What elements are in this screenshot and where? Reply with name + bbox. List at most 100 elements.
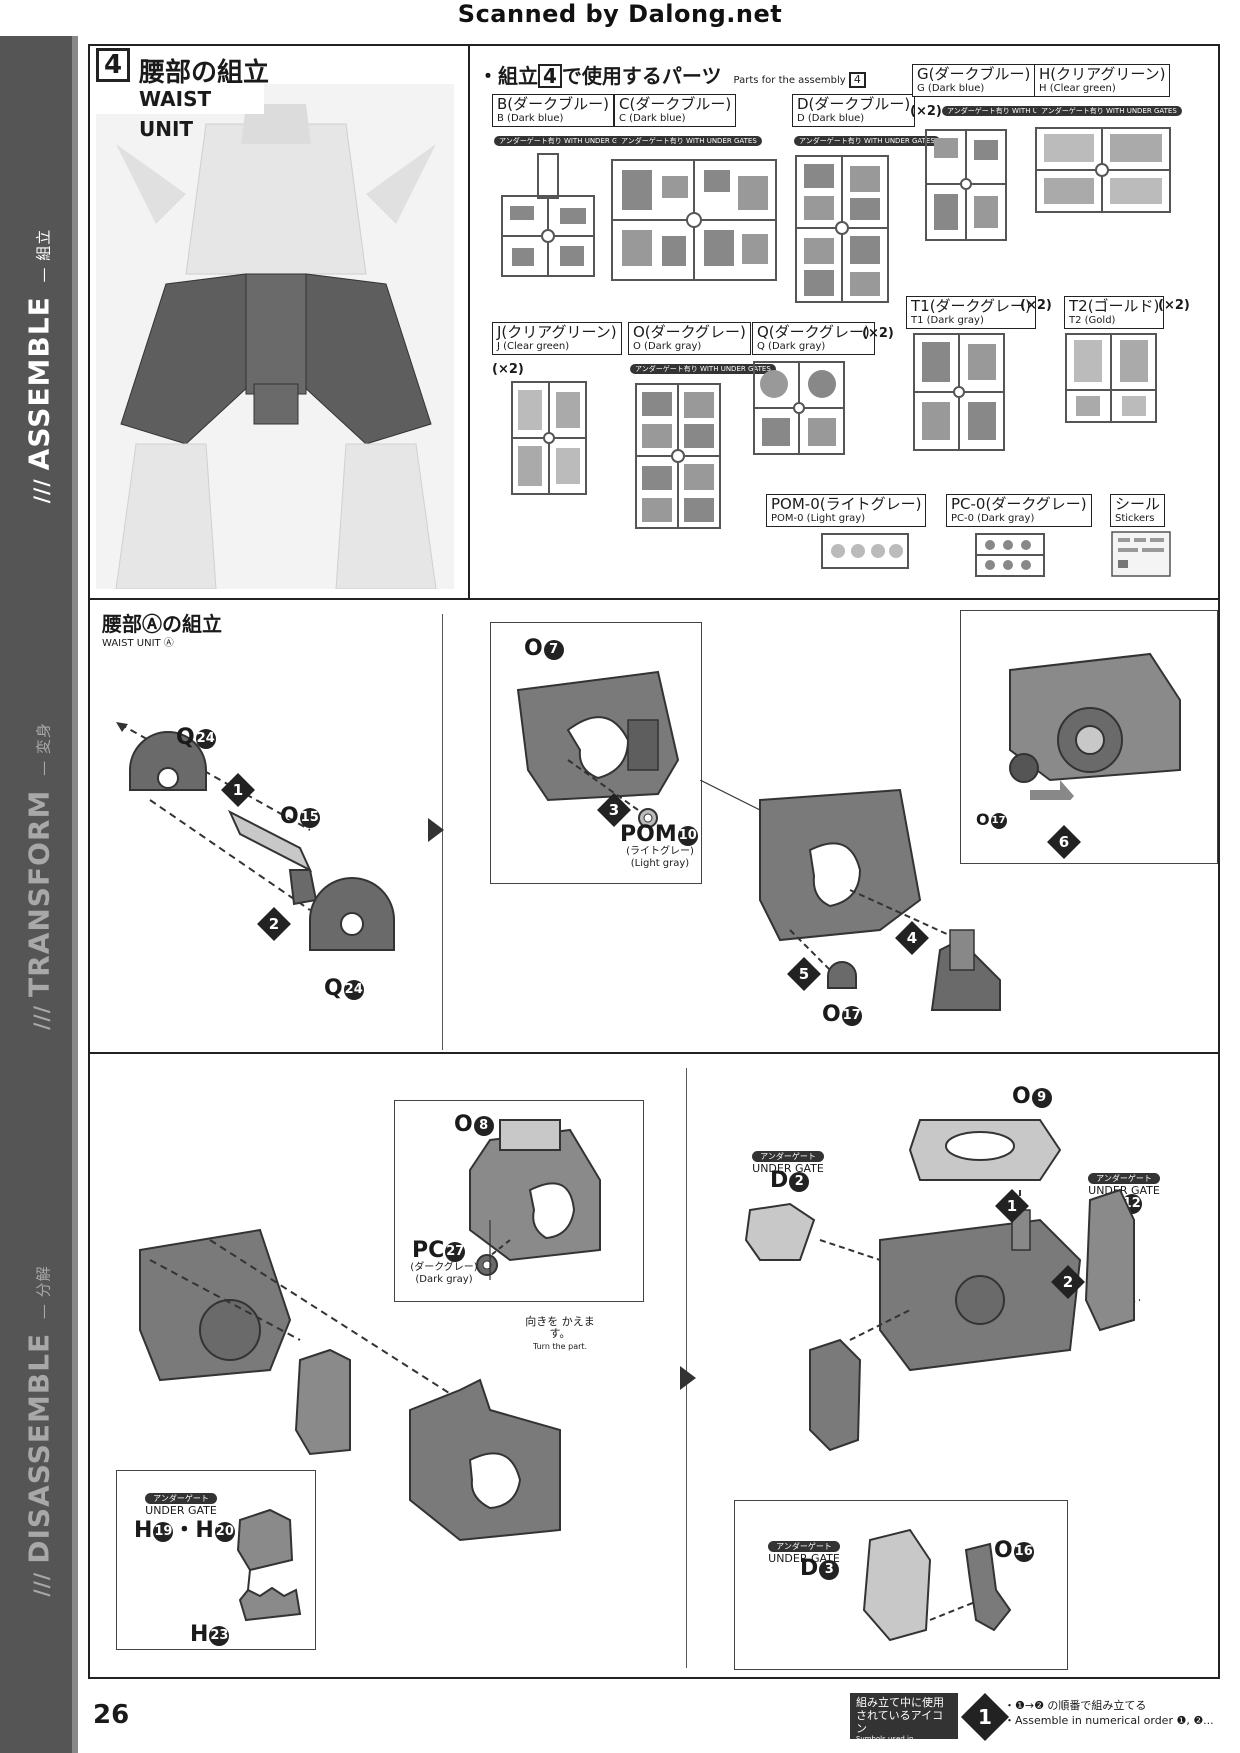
under-gate-tag-b: アンダーゲート有り WITH UNDER GATES [494, 136, 640, 146]
sidebar: ///ASSEMBLE — 組立 ///TRANSFORM — 変身 ///DI… [0, 36, 78, 1753]
under-gate-tag-c: アンダーゲート有り WITH UNDER GATES [616, 136, 762, 146]
runner-c-drawing [611, 159, 777, 281]
waist-b-left-assembly-drawing [139, 1220, 561, 1542]
runner-label-c: C(ダークブルー)C (Dark blue) [614, 94, 737, 127]
step-number-icon: 1 [960, 1692, 1010, 1742]
runner-multiplier-g: (×2) [910, 104, 942, 119]
waist-b-right-assembly-drawing [744, 1119, 1141, 1452]
runner-t1-drawing [913, 333, 1005, 451]
under-gate-tag-d: アンダーゲート有り WITH UNDER GATES [794, 136, 940, 146]
o7-inset-frame [490, 622, 702, 884]
runner-d-drawing [795, 155, 889, 303]
pom10-color-note: (ライトグレー)(Light gray) [626, 846, 694, 869]
step-marker-2: 2 [257, 907, 291, 941]
top-frame [88, 44, 1220, 600]
runner-label-pom0: POM-0(ライトグレー)POM-0 (Light gray) [766, 494, 927, 527]
step-subtitle: WAIST UNIT [96, 84, 264, 141]
sticker-sheet-drawing [1111, 531, 1171, 577]
legend-text: ・❶→❷ の順番で組み立てる ・Assemble in numerical or… [1004, 1699, 1214, 1727]
waist-a-title: 腰部Ⓐの組立 [102, 612, 222, 636]
o17-inset-drawing [1009, 652, 1181, 800]
pc27-color-note: (ダークグレー)(Dark gray) [410, 1262, 478, 1285]
step-marker-b2: 2 [1051, 1265, 1085, 1299]
under-gate-tag-o: アンダーゲート有り WITH UNDER GATES [630, 364, 776, 374]
d3-o16-drawing [862, 1528, 1012, 1642]
d3-o16-inset-frame [734, 1500, 1068, 1670]
step-number-badge: 4 [96, 48, 130, 82]
sidebar-assemble: ///ASSEMBLE — 組立 [22, 228, 56, 504]
runner-label-d: D(ダークブルー)D (Dark blue) [792, 94, 916, 127]
runner-multiplier-t1: (×2) [1020, 298, 1052, 313]
scan-credit: Scanned by Dalong.net [457, 0, 783, 28]
runner-label-o: O(ダークグレー)O (Dark gray) [628, 322, 751, 355]
under-gate-tag-h: アンダーゲート有り WITH UNDER GATES [1036, 106, 1182, 116]
waist-unit-hero-illustration [96, 84, 454, 589]
runner-label-pc0: PC-0(ダークグレー)PC-0 (Dark gray) [946, 494, 1092, 527]
turn-part-note: 向きを かえます。Turn the part. [525, 1315, 595, 1352]
runner-multiplier-t2: (×2) [1158, 298, 1190, 313]
waist-a-subtitle: WAIST UNIT Ⓐ [102, 638, 174, 649]
h-parts-inset-frame [116, 1470, 316, 1650]
runner-b-drawing [501, 153, 595, 277]
runner-label-t1: T1(ダークグレー)T1 (Dark gray) [906, 296, 1036, 329]
runner-t2-drawing [1065, 333, 1157, 423]
top-divider [468, 44, 470, 600]
runner-label-q: Q(ダークグレー)Q (Dark gray) [752, 322, 875, 355]
next-step-arrow [428, 818, 444, 842]
waist-a-panel2-assembly-drawing [700, 780, 1001, 1011]
page-number: 26 [93, 1700, 130, 1730]
step-marker-b1: 1 [995, 1189, 1029, 1223]
runner-multiplier-j: (×2) [492, 362, 524, 377]
runner-q-drawing [753, 361, 845, 455]
waist-b-frame [88, 1054, 1220, 1679]
runner-pom0-drawing [821, 533, 909, 569]
step-marker-4: 4 [895, 921, 929, 955]
runner-label-h: H(クリアグリーン)H (Clear green) [1034, 64, 1171, 97]
legend-box: 組み立て中に使用 されているアイコン Symbols used in instr… [850, 1693, 958, 1752]
runner-h-drawing [1035, 127, 1171, 213]
runner-j-drawing [511, 381, 587, 495]
o7-part-drawing [516, 670, 680, 828]
runner-label-g: G(ダークブルー)G (Dark blue) [912, 64, 1036, 97]
runner-label-t2: T2(ゴールド)T2 (Gold) [1064, 296, 1165, 329]
step-marker-1: 1 [221, 773, 255, 807]
step-marker-6: 6 [1047, 825, 1081, 859]
runner-g-drawing [925, 129, 1007, 241]
step-title: 腰部の組立 [139, 58, 270, 88]
o8-inset-frame [394, 1100, 644, 1302]
waist-a-panel1-drawing [116, 722, 395, 951]
waist-a-frame [88, 600, 1220, 1054]
h-parts-drawing [236, 1508, 302, 1622]
step-marker-5: 5 [787, 957, 821, 991]
sidebar-disassemble: ///DISASSEMBLE — 分解 [22, 1265, 56, 1597]
runner-label-b: B(ダークブルー)B (Dark blue) [492, 94, 614, 127]
runner-label-j: J(クリアグリーン)J (Clear green) [492, 322, 622, 355]
next-step-arrow-2 [680, 1366, 696, 1390]
sidebar-transform: ///TRANSFORM — 変身 [22, 722, 56, 1030]
pc27-part-drawing [476, 1254, 498, 1276]
o17-inset-frame [960, 610, 1218, 864]
o8-part-drawing [469, 1119, 601, 1262]
runner-multiplier-q: (×2) [862, 326, 894, 341]
runner-pc0-drawing [975, 533, 1045, 577]
runner-o-drawing [635, 383, 721, 529]
